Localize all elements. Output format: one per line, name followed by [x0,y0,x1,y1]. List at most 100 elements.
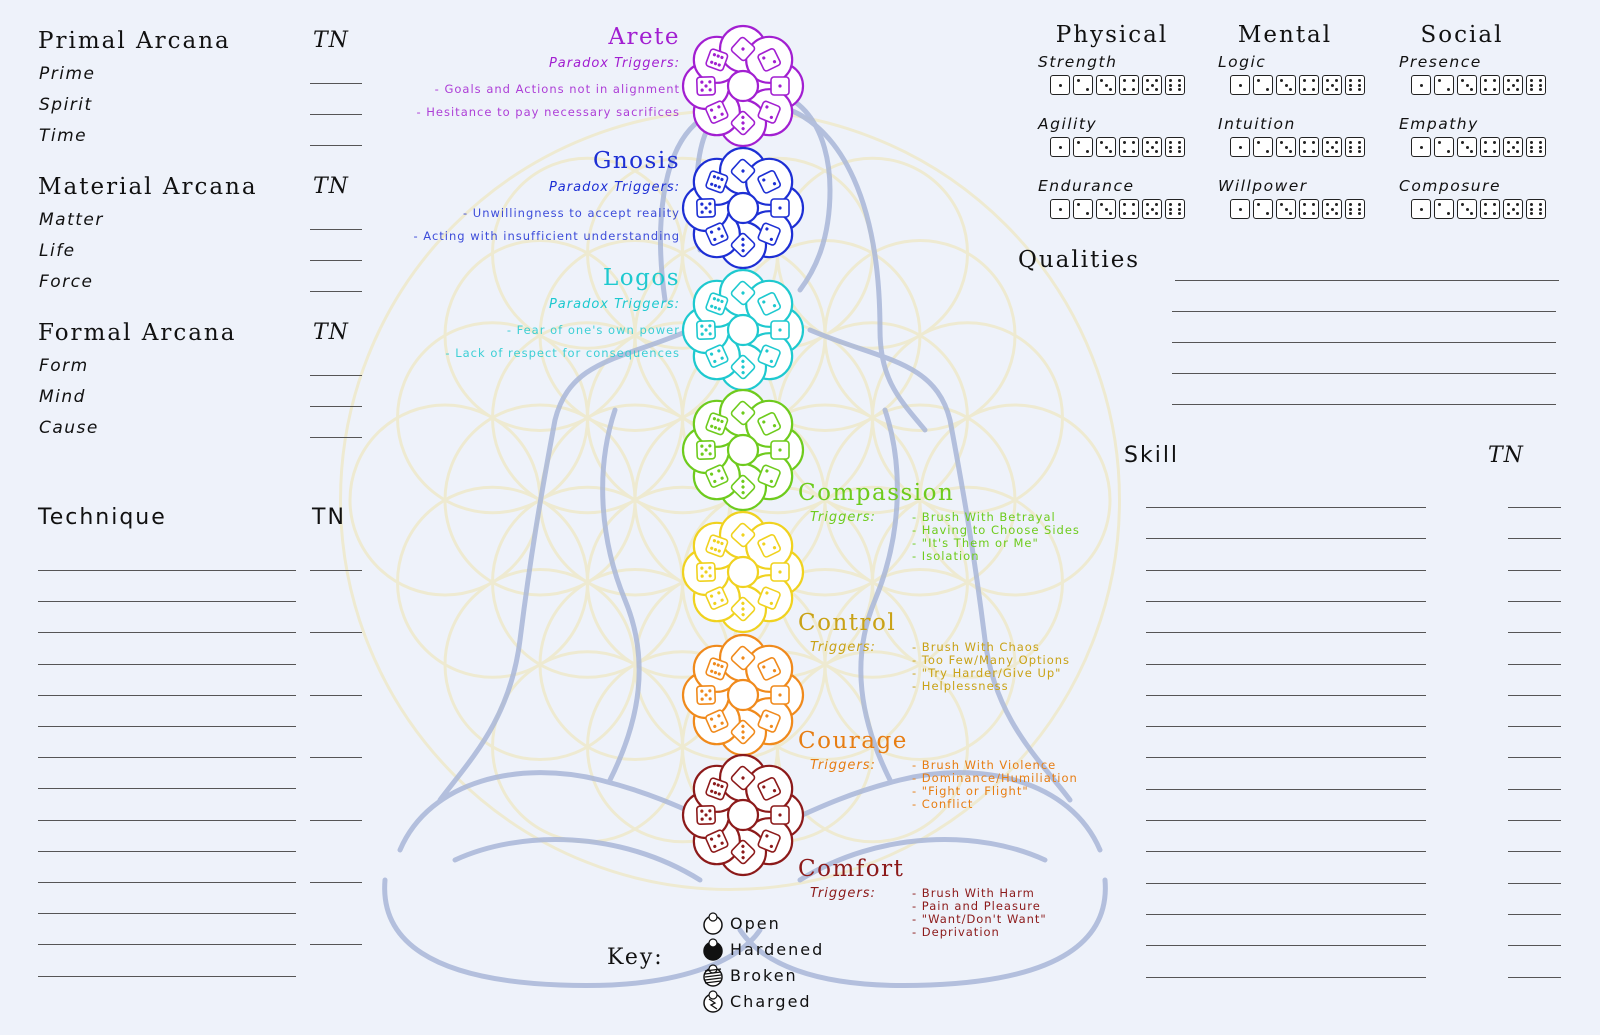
technique-name-field[interactable] [38,944,296,946]
die-box[interactable] [1434,75,1454,95]
die-box[interactable] [1165,75,1185,95]
die-box[interactable] [1411,137,1431,157]
skill-name-field[interactable] [1146,976,1426,978]
skill-tn-field[interactable] [1508,663,1561,665]
skill-tn-field[interactable] [1508,788,1561,790]
technique-name-field[interactable] [38,850,296,852]
skill-tn-field[interactable] [1508,851,1561,853]
technique-name-field[interactable] [38,663,296,665]
die-box[interactable] [1119,75,1139,95]
arcana-tn-field[interactable] [310,83,362,84]
die-box[interactable] [1142,199,1162,219]
technique-tn-field[interactable] [310,944,362,946]
die-box[interactable] [1457,75,1477,95]
die-box[interactable] [1503,199,1523,219]
die-box[interactable] [1480,75,1500,95]
skill-tn-field[interactable] [1508,945,1561,947]
arcana-tn-field[interactable] [310,145,362,146]
die-box[interactable] [1299,137,1319,157]
skill-name-field[interactable] [1146,632,1426,634]
technique-name-field[interactable] [38,788,296,790]
qualities-field[interactable] [1175,280,1559,281]
die-box[interactable] [1434,137,1454,157]
die-box[interactable] [1165,137,1185,157]
qualities-field[interactable] [1172,311,1556,312]
arcana-tn-field[interactable] [310,406,362,407]
die-box[interactable] [1050,75,1070,95]
die-box[interactable] [1276,137,1296,157]
die-box[interactable] [1322,199,1342,219]
die-box[interactable] [1050,137,1070,157]
die-box[interactable] [1096,137,1116,157]
skill-tn-field[interactable] [1508,976,1561,978]
technique-tn-field[interactable] [310,757,362,759]
die-box[interactable] [1457,137,1477,157]
die-box[interactable] [1345,137,1365,157]
skill-tn-field[interactable] [1508,632,1561,634]
die-box[interactable] [1503,137,1523,157]
die-box[interactable] [1073,199,1093,219]
technique-name-field[interactable] [38,913,296,915]
arcana-tn-field[interactable] [310,437,362,438]
skill-tn-field[interactable] [1508,913,1561,915]
die-box[interactable] [1276,75,1296,95]
skill-name-field[interactable] [1146,945,1426,947]
die-box[interactable] [1503,75,1523,95]
skill-name-field[interactable] [1146,726,1426,728]
die-box[interactable] [1096,75,1116,95]
skill-tn-field[interactable] [1508,882,1561,884]
arcana-tn-field[interactable] [310,375,362,376]
die-box[interactable] [1480,137,1500,157]
technique-tn-field[interactable] [310,882,362,883]
die-box[interactable] [1526,137,1546,157]
skill-name-field[interactable] [1146,788,1426,790]
arcana-tn-field[interactable] [310,114,362,115]
arcana-tn-field[interactable] [310,229,362,230]
skill-tn-field[interactable] [1508,694,1561,696]
technique-tn-field[interactable] [310,570,362,571]
die-box[interactable] [1073,137,1093,157]
technique-name-field[interactable] [38,570,296,571]
skill-tn-field[interactable] [1508,757,1561,759]
die-box[interactable] [1526,75,1546,95]
technique-tn-field[interactable] [310,632,362,634]
die-box[interactable] [1434,199,1454,219]
skill-name-field[interactable] [1146,600,1426,602]
die-box[interactable] [1253,137,1273,157]
skill-tn-field[interactable] [1508,569,1561,571]
skill-name-field[interactable] [1146,538,1426,540]
die-box[interactable] [1299,75,1319,95]
technique-name-field[interactable] [38,632,296,634]
technique-name-field[interactable] [38,882,296,883]
die-box[interactable] [1253,75,1273,95]
skill-tn-field[interactable] [1508,726,1561,728]
arcana-tn-field[interactable] [310,291,362,292]
die-box[interactable] [1253,199,1273,219]
technique-name-field[interactable] [38,601,296,603]
die-box[interactable] [1142,75,1162,95]
die-box[interactable] [1345,199,1365,219]
die-box[interactable] [1165,199,1185,219]
technique-tn-field[interactable] [310,819,362,821]
qualities-field[interactable] [1172,404,1556,405]
skill-name-field[interactable] [1146,882,1426,884]
die-box[interactable] [1411,75,1431,95]
die-box[interactable] [1119,137,1139,157]
technique-name-field[interactable] [38,694,296,696]
die-box[interactable] [1322,137,1342,157]
skill-tn-field[interactable] [1508,538,1561,540]
skill-name-field[interactable] [1146,663,1426,665]
die-box[interactable] [1050,199,1070,219]
die-box[interactable] [1345,75,1365,95]
die-box[interactable] [1119,199,1139,219]
technique-tn-field[interactable] [310,694,362,696]
arcana-tn-field[interactable] [310,260,362,261]
die-box[interactable] [1526,199,1546,219]
skill-name-field[interactable] [1146,694,1426,696]
skill-tn-field[interactable] [1508,507,1561,508]
skill-name-field[interactable] [1146,507,1426,508]
die-box[interactable] [1230,137,1250,157]
die-box[interactable] [1230,199,1250,219]
skill-name-field[interactable] [1146,820,1426,821]
qualities-field[interactable] [1172,342,1556,343]
